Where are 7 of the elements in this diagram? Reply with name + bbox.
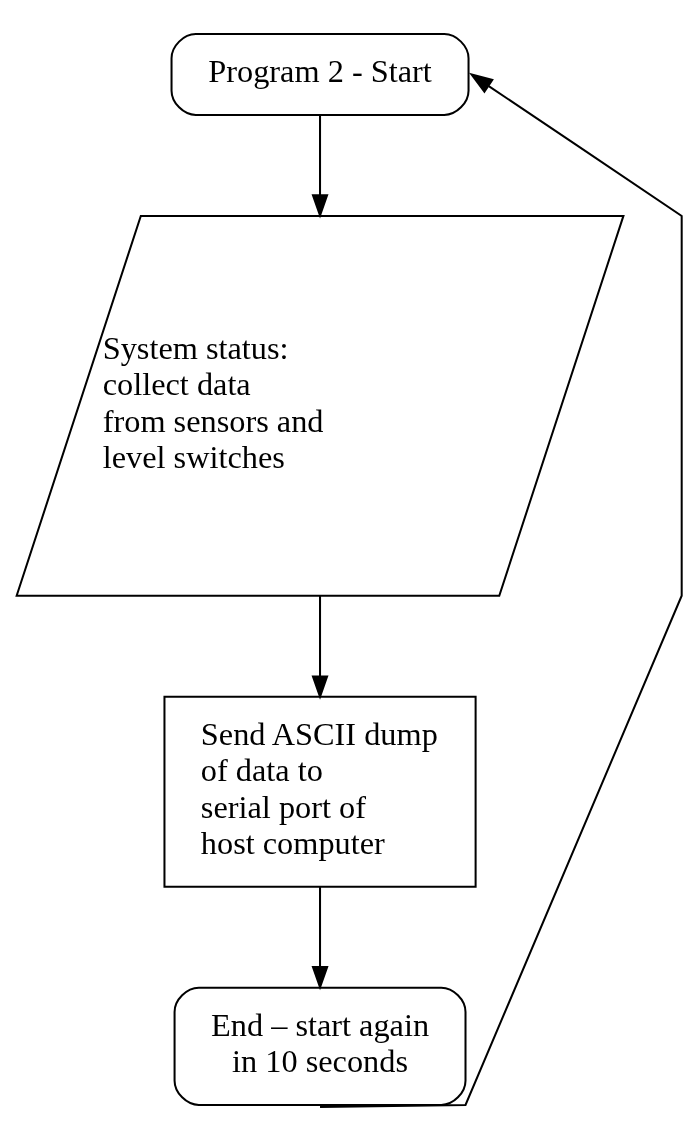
arrow (311, 595, 329, 700)
arrow (320, 72, 683, 1108)
node-box: Send ASCII dump of data to serial port of host computer (163, 695, 477, 888)
arrow (311, 114, 329, 218)
arrow (311, 886, 329, 990)
node-box: End – start again in 10 seconds (173, 986, 467, 1106)
node-box: Program 2 - Start (170, 32, 470, 116)
